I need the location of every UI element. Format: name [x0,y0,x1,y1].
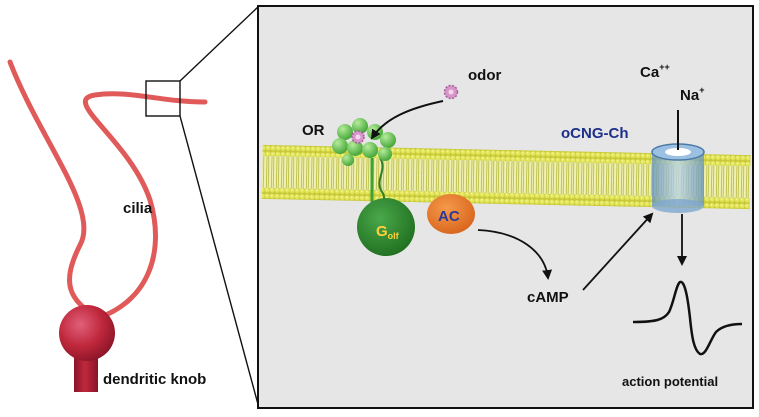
g-olf-label: Golf [376,223,400,241]
receptor-subunit [380,132,396,148]
membrane-inner-tails [261,171,751,199]
bound-odor-icon [351,130,365,144]
zoom-line-top [179,5,260,82]
channel-bottom [652,199,704,213]
camp-label: cAMP [527,289,569,306]
ocng-ch-label: oCNG-Ch [561,125,629,142]
channel-body [652,152,704,206]
receptor-subunit [337,124,353,140]
g-olf-protein [357,198,415,256]
membrane-outer-tails [262,155,751,183]
odor-binding-arrow [370,100,444,140]
receptor-subunit [347,140,363,156]
receptor-subunit [342,154,354,166]
zoom-line-bottom [179,115,260,409]
ac-label: AC [438,208,460,225]
cilium-strand-right [82,91,208,321]
ion-channel-icon [651,110,705,213]
ca-label: Ca++ [640,62,670,81]
action-potential-label: action potential [622,374,718,389]
cilia-structure [7,59,208,321]
channel-pore [665,148,691,156]
adenylyl-cyclase [427,194,475,234]
odor-label: odor [468,67,501,84]
dendritic-knob-label: dendritic knob [103,371,206,388]
odor-molecule-icon [443,84,459,100]
cilia-label: cilia [123,200,153,217]
ac-to-camp-arrow [477,229,553,280]
receptor-subunit [362,142,378,158]
action-potential-trace [632,280,743,356]
na-label: Na+ [680,85,704,104]
camp-to-channel-arrow [582,212,654,291]
receptor-subunit [378,147,392,161]
receptor-subunit [332,138,348,154]
cilium-strand-left [7,59,101,321]
receptor-subunit [352,118,368,134]
or-label: OR [302,122,325,139]
zoom-box [145,80,181,117]
dendritic-knob [59,305,115,361]
